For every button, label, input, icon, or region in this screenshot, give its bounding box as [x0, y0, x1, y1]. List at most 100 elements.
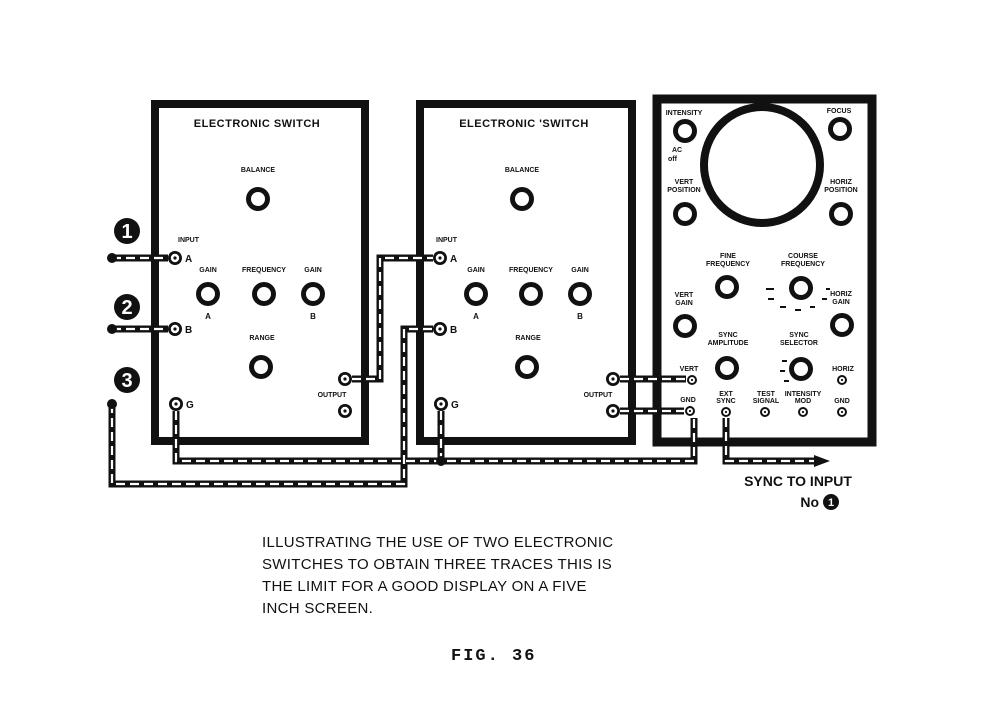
ext-sync-label-1: EXT — [719, 391, 733, 398]
caption-line: SWITCHES TO OBTAIN THREE TRACES THIS IS — [262, 556, 613, 573]
vert-gain-knob[interactable] — [673, 314, 697, 338]
vert-input-jack[interactable] — [687, 375, 697, 385]
horiz-position-label-2: POSITION — [824, 187, 857, 194]
switch1-balance-knob[interactable] — [246, 187, 270, 211]
switch2-title: ELECTRONIC 'SWITCH — [459, 118, 589, 130]
ground-junction — [436, 456, 446, 466]
switch2-gain-b-sub: B — [577, 312, 583, 321]
intensity-mod-label-2: MOD — [795, 398, 811, 405]
test-signal-jack[interactable] — [760, 407, 770, 417]
switch2-input-b-jack[interactable] — [433, 322, 447, 336]
ext-sync-label-2: SYNC — [716, 398, 735, 405]
switch2-gain-a-knob[interactable] — [464, 282, 488, 306]
sync-selector-knob[interactable] — [789, 357, 813, 381]
gnd-jack[interactable] — [685, 406, 695, 416]
sync-selector-label-1: SYNC — [789, 332, 808, 339]
intensity-mod-jack[interactable] — [798, 407, 808, 417]
probe-tip-2[interactable] — [107, 324, 117, 334]
marker-2: 2 — [114, 294, 140, 320]
switch2-terminal-a: A — [450, 254, 457, 265]
switch2-ground-jack[interactable] — [434, 397, 448, 411]
fine-frequency-label-1: FINE — [720, 253, 736, 260]
probe-tip-3[interactable] — [107, 399, 117, 409]
course-frequency-label-2: FREQUENCY — [781, 261, 825, 268]
horiz-position-knob[interactable] — [829, 202, 853, 226]
switch1-ground-jack[interactable] — [169, 397, 183, 411]
sync-amplitude-knob[interactable] — [715, 356, 739, 380]
intensity-label: INTENSITY — [666, 110, 703, 117]
ac-label: AC — [672, 147, 682, 154]
crt-screen — [700, 103, 824, 227]
caption-line: ILLUSTRATING THE USE OF TWO ELECTRONIC — [262, 534, 614, 551]
switch1-input-b-jack[interactable] — [168, 322, 182, 336]
switch1-range-label: RANGE — [249, 335, 275, 342]
sync-amplitude-label-2: AMPLITUDE — [708, 340, 749, 347]
horiz-input-jack[interactable] — [837, 375, 847, 385]
cables — [107, 253, 830, 488]
switch2-output-jack-2[interactable] — [606, 404, 620, 418]
switch1-output-label: OUTPUT — [318, 392, 348, 399]
switch2-frequency-label: FREQUENCY — [509, 267, 553, 274]
horiz-position-label-1: HORIZ — [830, 179, 853, 186]
switch2-terminal-g: G — [451, 400, 459, 411]
switch1-input-label: INPUT — [178, 237, 200, 244]
vert-input-label: VERT — [680, 366, 699, 373]
switch2-output-label: OUTPUT — [584, 392, 614, 399]
sync-to-input-label: SYNC TO INPUT — [744, 473, 852, 489]
switch1-frequency-knob[interactable] — [252, 282, 276, 306]
horiz-gain-label-2: GAIN — [832, 299, 850, 306]
marker-2-text: 2 — [121, 297, 132, 319]
vert-position-label-1: VERT — [675, 179, 694, 186]
marker-3-text: 3 — [121, 370, 132, 392]
gnd2-label: GND — [834, 398, 850, 405]
sync-selector-label-2: SELECTOR — [780, 340, 818, 347]
switch1-terminal-a: A — [185, 254, 192, 265]
switch2-balance-label: BALANCE — [505, 167, 540, 174]
switch2-terminal-b: B — [450, 325, 457, 336]
off-label: off — [668, 156, 678, 163]
switch1-input-a-jack[interactable] — [168, 251, 182, 265]
switch2-range-knob[interactable] — [515, 355, 539, 379]
marker-3: 3 — [114, 367, 140, 393]
probe-tip-1[interactable] — [107, 253, 117, 263]
gnd-label: GND — [680, 397, 696, 404]
switch2-frequency-knob[interactable] — [519, 282, 543, 306]
switch2-balance-knob[interactable] — [510, 187, 534, 211]
course-frequency-knob[interactable] — [789, 276, 813, 300]
horiz-gain-label-1: HORIZ — [830, 291, 853, 298]
switch2-range-label: RANGE — [515, 335, 541, 342]
fine-frequency-knob[interactable] — [715, 275, 739, 299]
focus-knob[interactable] — [828, 117, 852, 141]
switch2-gain-a-sub: A — [473, 312, 479, 321]
oscilloscope: INTENSITY FOCUS AC off VERT POSITION HOR… — [652, 94, 877, 447]
switch2-gain-b-label: GAIN — [571, 267, 589, 274]
switch1-range-knob[interactable] — [249, 355, 273, 379]
horiz-input-label: HORIZ — [832, 366, 855, 373]
caption-line: INCH SCREEN. — [262, 600, 374, 617]
switch1-balance-label: BALANCE — [241, 167, 276, 174]
intensity-mod-label-1: INTENSITY — [785, 391, 822, 398]
switch1-terminal-g: G — [186, 400, 194, 411]
switch2-input-a-jack[interactable] — [433, 251, 447, 265]
gnd2-jack[interactable] — [837, 407, 847, 417]
switch1-gain-b-knob[interactable] — [301, 282, 325, 306]
vert-position-label-2: POSITION — [667, 187, 700, 194]
electronic-switch-1: ELECTRONIC SWITCH BALANCE INPUT GAIN FRE… — [151, 100, 369, 445]
vert-gain-label-2: GAIN — [675, 300, 693, 307]
switch1-gain-a-sub: A — [205, 312, 211, 321]
switch1-output-jack-1[interactable] — [338, 372, 352, 386]
sync-selector-scale — [780, 360, 789, 382]
switch1-gain-a-knob[interactable] — [196, 282, 220, 306]
switch2-gain-b-knob[interactable] — [568, 282, 592, 306]
vert-position-knob[interactable] — [673, 202, 697, 226]
switch1-terminal-b: B — [185, 325, 192, 336]
caption-line: THE LIMIT FOR A GOOD DISPLAY ON A FIVE — [262, 578, 587, 595]
switch2-output-jack-1[interactable] — [606, 372, 620, 386]
intensity-knob[interactable] — [673, 119, 697, 143]
switch2-gain-a-label: GAIN — [467, 267, 485, 274]
ext-sync-jack[interactable] — [721, 407, 731, 417]
switch1-output-jack-2[interactable] — [338, 404, 352, 418]
horiz-gain-knob[interactable] — [830, 313, 854, 337]
sync-to-input-no: No — [800, 494, 819, 510]
